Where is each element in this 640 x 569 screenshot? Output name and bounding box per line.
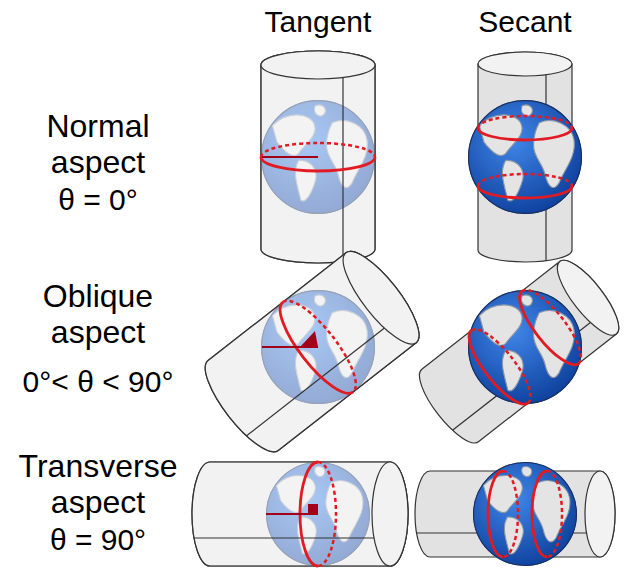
oblique-tangent-cylinder bbox=[194, 242, 430, 462]
angle-label: θ = 0° bbox=[58, 182, 138, 218]
angle-label: 0°< θ < 90° bbox=[23, 364, 174, 400]
oblique-secant-cylinder bbox=[410, 252, 628, 451]
row-heading: Normal aspect bbox=[46, 108, 149, 180]
globe bbox=[468, 100, 582, 214]
transverse-tangent-cylinder bbox=[192, 462, 408, 566]
angle-label: θ = 90° bbox=[50, 522, 146, 558]
normal-tangent-cylinder bbox=[261, 51, 375, 263]
globe bbox=[473, 462, 577, 566]
row-heading: Oblique aspect bbox=[43, 278, 153, 350]
normal-secant-cylinder bbox=[468, 52, 582, 262]
column-heading: Tangent bbox=[265, 4, 372, 40]
row-heading: Transverse aspect bbox=[19, 448, 178, 520]
column-heading: Secant bbox=[478, 4, 571, 40]
globe bbox=[468, 290, 582, 404]
transverse-secant-cylinder bbox=[415, 462, 615, 566]
